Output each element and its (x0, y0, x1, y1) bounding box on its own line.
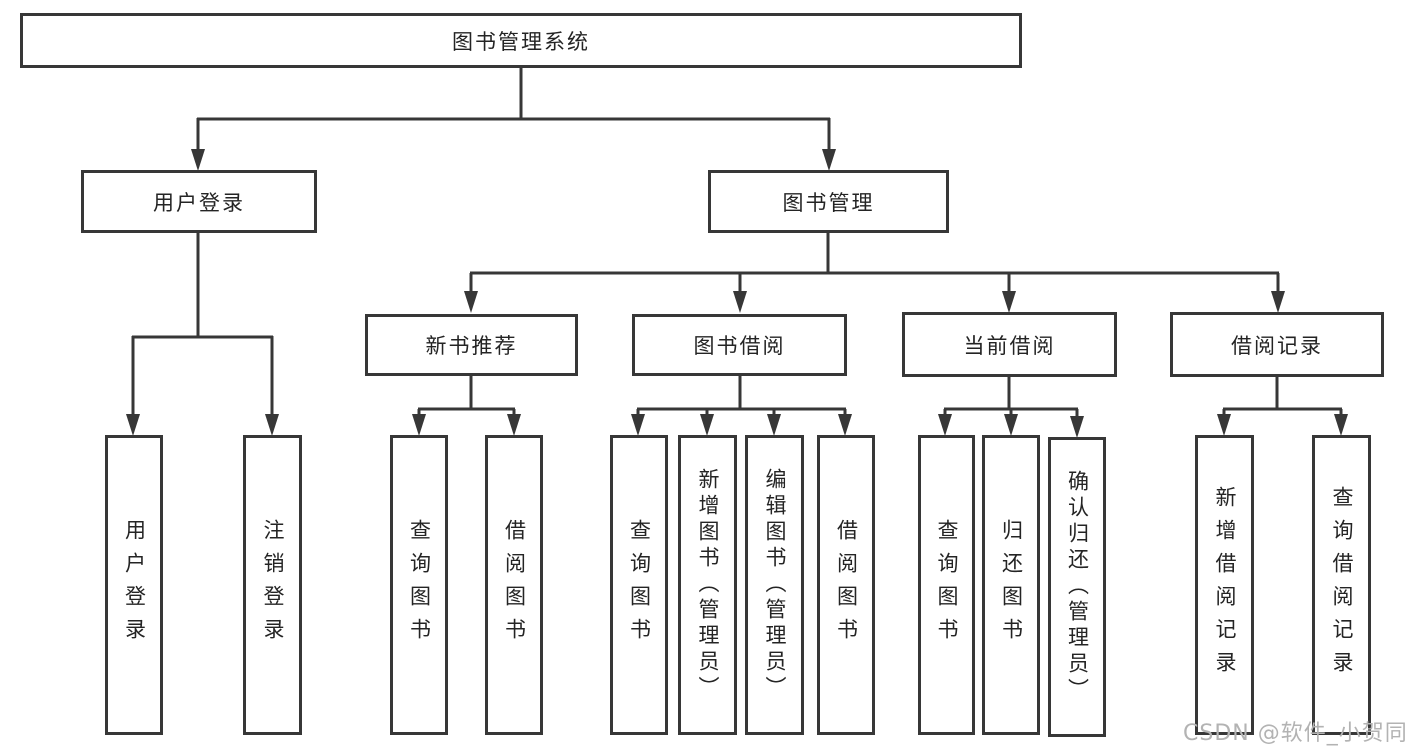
node-borrow-record: 借阅记录 (1170, 312, 1384, 377)
edges-current-borrow-branch (938, 377, 1084, 438)
leaf-add-borrow-record: 新增借阅记录 (1195, 435, 1254, 735)
node-borrow-record-label: 借阅记录 (1231, 333, 1323, 358)
arrowhead-icon (700, 414, 714, 436)
leaf-query-book-2: 查询图书 (610, 435, 668, 735)
node-new-book-recommend: 新书推荐 (365, 314, 578, 376)
node-root-label: 图书管理系统 (452, 29, 590, 54)
leaf-edit-book-admin: 编辑图书（管理员） (745, 435, 804, 735)
leaf-confirm-return-admin: 确认归还（管理员） (1048, 437, 1106, 737)
leaf-borrow-book-1-label: 借阅图书 (502, 519, 527, 651)
node-current-borrow: 当前借阅 (902, 312, 1117, 377)
leaf-query-borrow-record-label: 查询借阅记录 (1330, 486, 1354, 684)
arrowhead-icon (1334, 414, 1348, 436)
arrowhead-icon (1217, 414, 1231, 436)
leaf-borrow-book-1: 借阅图书 (485, 435, 543, 735)
leaf-user-login-label: 用户登录 (122, 519, 147, 651)
csdn-watermark: CSDN @软件_小贺同学 (1183, 721, 1405, 746)
leaf-add-borrow-record-label: 新增借阅记录 (1213, 486, 1237, 684)
leaf-confirm-return-admin-label: 确认归还（管理员） (1065, 470, 1090, 704)
edges-user-login-branch (126, 233, 279, 436)
node-current-borrow-label: 当前借阅 (963, 333, 1056, 358)
arrowhead-icon (412, 414, 426, 436)
arrowhead-icon (464, 291, 478, 313)
arrowhead-icon (265, 414, 279, 436)
leaf-add-book-admin: 新增图书（管理员） (678, 435, 737, 735)
leaf-add-book-admin-label: 新增图书（管理员） (696, 468, 720, 702)
arrowhead-icon (838, 414, 852, 436)
node-user-login-label: 用户登录 (153, 190, 245, 215)
leaf-return-book: 归还图书 (982, 435, 1040, 735)
arrowhead-icon (507, 414, 521, 436)
arrowhead-icon (1070, 416, 1084, 438)
arrowhead-icon (126, 414, 140, 436)
node-book-management: 图书管理 (708, 170, 949, 233)
arrowhead-icon (938, 414, 952, 436)
node-book-borrow-label: 图书借阅 (693, 334, 786, 358)
arrowhead-icon (1002, 291, 1016, 313)
arrowhead-icon (733, 291, 747, 313)
arrowhead-icon (631, 414, 645, 436)
arrowhead-icon (1271, 291, 1285, 313)
leaf-query-book-3: 查询图书 (918, 435, 975, 735)
edges-root-to-level2 (191, 68, 836, 171)
leaf-query-book-1-label: 查询图书 (407, 519, 432, 651)
edges-book-management-to-level3 (464, 233, 1285, 313)
leaf-logout: 注销登录 (243, 435, 302, 735)
arrowhead-icon (191, 149, 205, 171)
arrowhead-icon (767, 414, 781, 436)
leaf-logout-label: 注销登录 (261, 519, 285, 651)
node-user-login: 用户登录 (81, 170, 317, 233)
leaf-query-book-2-label: 查询图书 (627, 519, 652, 651)
node-book-borrow: 图书借阅 (632, 314, 847, 376)
leaf-return-book-label: 归还图书 (999, 519, 1024, 651)
node-new-book-recommend-label: 新书推荐 (425, 334, 518, 358)
arrowhead-icon (1004, 414, 1018, 436)
edges-new-book-branch (412, 376, 521, 436)
leaf-query-borrow-record: 查询借阅记录 (1312, 435, 1371, 735)
leaf-query-book-3-label: 查询图书 (935, 519, 959, 651)
leaf-query-book-1: 查询图书 (390, 435, 448, 735)
leaf-borrow-book-2-label: 借阅图书 (834, 519, 859, 651)
leaf-borrow-book-2: 借阅图书 (817, 435, 875, 735)
leaf-user-login: 用户登录 (105, 435, 163, 735)
arrowhead-icon (822, 149, 836, 171)
edges-borrow-record-branch (1217, 377, 1348, 436)
edges-book-borrow-branch (631, 376, 852, 436)
node-book-management-label: 图书管理 (782, 190, 875, 215)
leaf-edit-book-admin-label: 编辑图书（管理员） (763, 468, 787, 702)
node-root-library-system: 图书管理系统 (20, 13, 1022, 68)
